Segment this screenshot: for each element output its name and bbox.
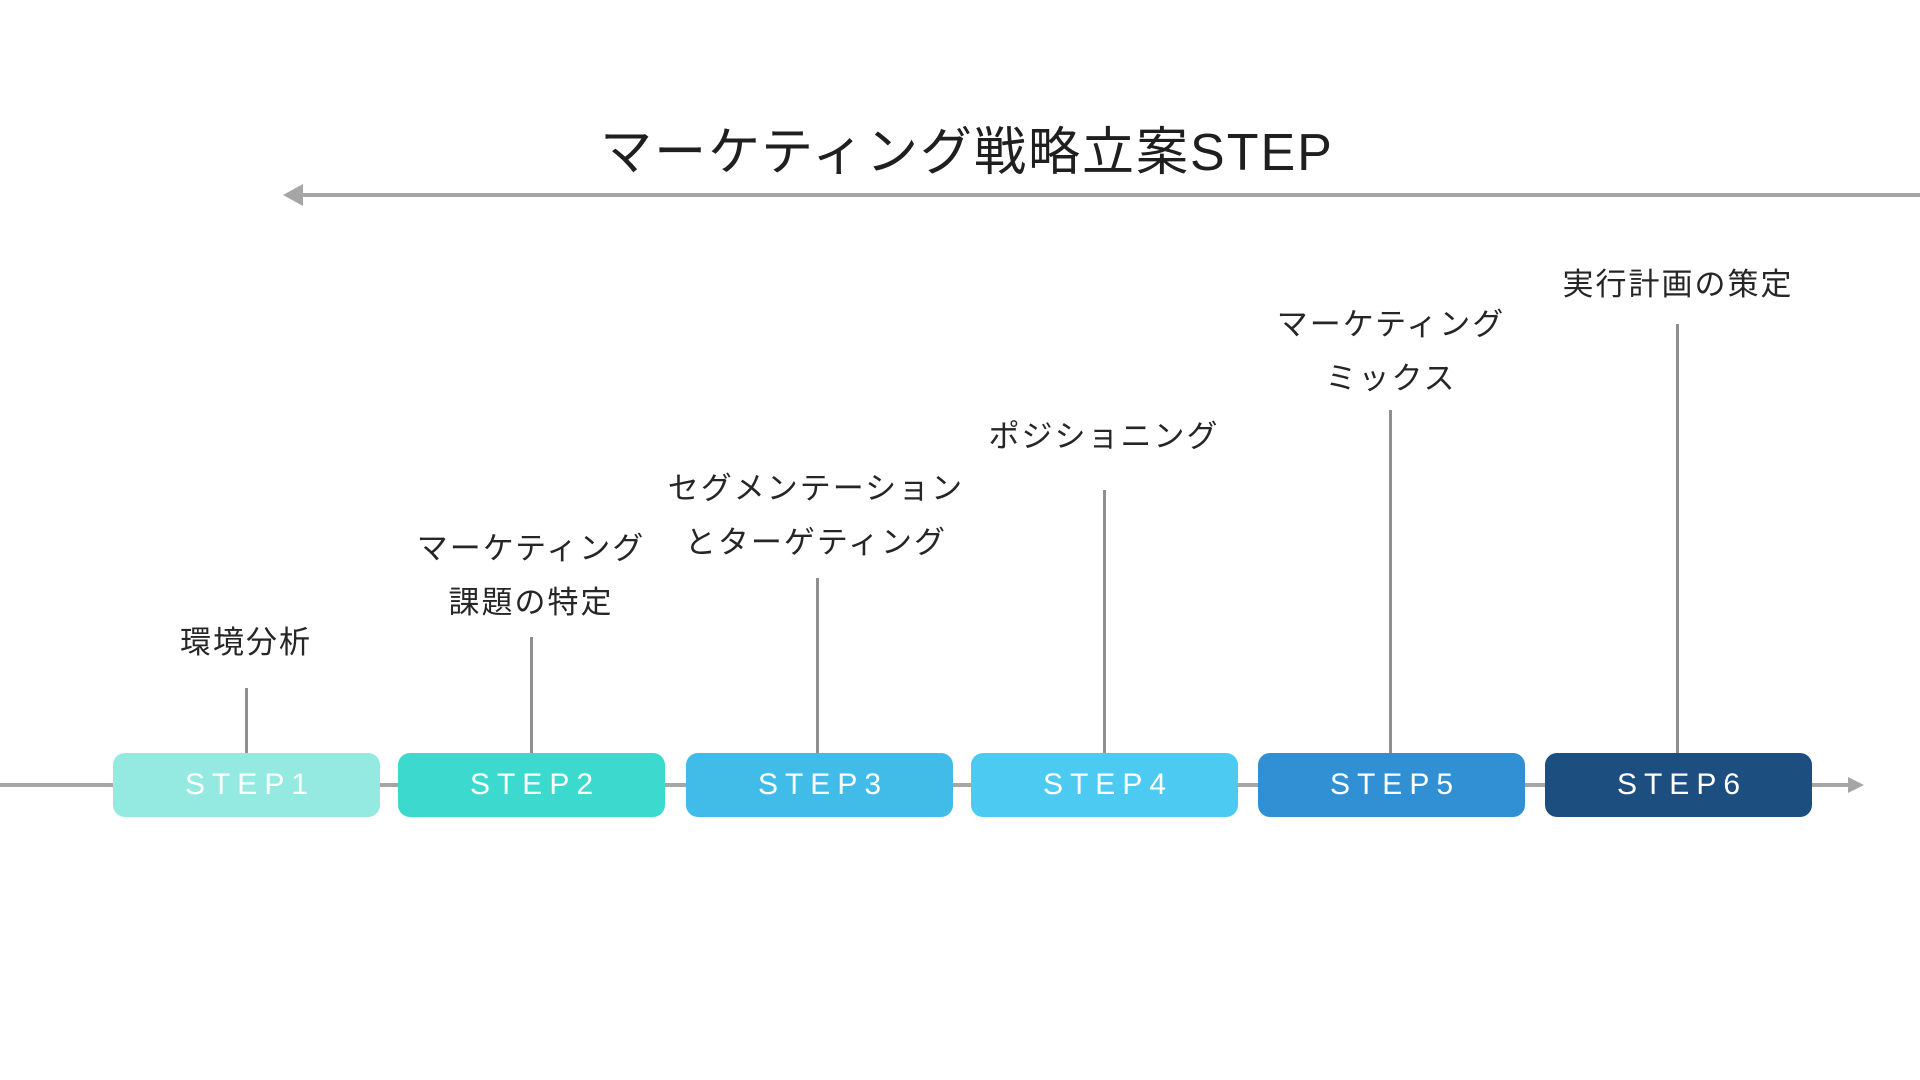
step-box-4: STEP4 bbox=[971, 753, 1238, 817]
step-description-5: マーケティング ミックス bbox=[1161, 298, 1621, 406]
step-box-5: STEP5 bbox=[1258, 753, 1525, 817]
step-description-2: マーケティング 課題の特定 bbox=[301, 522, 761, 630]
step-connector-line-5 bbox=[1389, 410, 1392, 753]
step-description-line: マーケティング bbox=[416, 531, 646, 566]
step-connector-line-3 bbox=[816, 578, 819, 753]
step-box-label: STEP4 bbox=[1042, 768, 1174, 801]
step-description-3: セグメンテーション とターゲティング bbox=[586, 462, 1046, 570]
step-connector-line-4 bbox=[1103, 490, 1106, 753]
step-box-6: STEP6 bbox=[1545, 753, 1812, 817]
step-description-line: マーケティング bbox=[1276, 307, 1506, 342]
step-description-line: 環境分析 bbox=[180, 625, 312, 660]
step-description-line: セグメンテーション bbox=[667, 471, 965, 506]
step-description-6: 実行計画の策定 bbox=[1448, 258, 1908, 312]
step-box-2: STEP2 bbox=[398, 753, 665, 817]
step-box-label: STEP2 bbox=[469, 768, 601, 801]
step-connector-line-6 bbox=[1676, 324, 1679, 753]
step-description-line: 課題の特定 bbox=[448, 585, 614, 620]
diagram-title: マーケティング戦略立案STEP bbox=[600, 124, 1334, 182]
step-box-1: STEP1 bbox=[113, 753, 380, 817]
step-description-1: 環境分析 bbox=[16, 616, 476, 670]
step-box-label: STEP6 bbox=[1616, 768, 1748, 801]
step-description-line: ポジショニング bbox=[988, 419, 1220, 454]
step-connector-line-2 bbox=[530, 637, 533, 753]
right-arrow-icon bbox=[1848, 777, 1864, 793]
step-description-4: ポジショニング bbox=[874, 410, 1334, 464]
step-connector-line-1 bbox=[245, 688, 248, 753]
step-box-label: STEP5 bbox=[1329, 768, 1461, 801]
step-description-line: ミックス bbox=[1325, 361, 1457, 396]
step-description-line: とターゲティング bbox=[684, 525, 948, 560]
step-box-label: STEP3 bbox=[757, 768, 889, 801]
left-arrow-icon bbox=[283, 184, 303, 206]
step-box-3: STEP3 bbox=[686, 753, 953, 817]
step-description-line: 実行計画の策定 bbox=[1562, 267, 1794, 302]
title-underline bbox=[302, 193, 1920, 197]
step-box-label: STEP1 bbox=[184, 768, 316, 801]
